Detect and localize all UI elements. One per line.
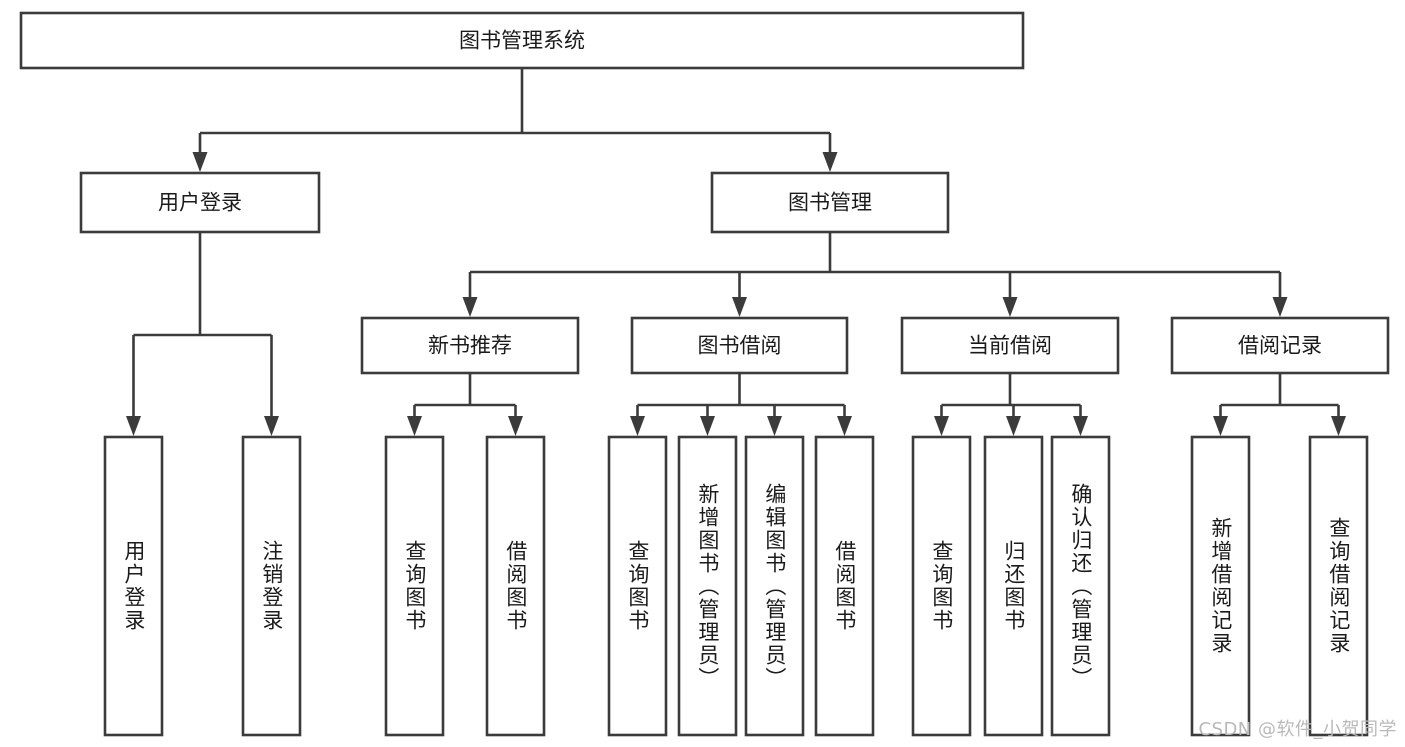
node-user-login-label: 用户登录 <box>158 191 242 215</box>
node-root-root[interactable] <box>19 11 1025 70</box>
leaf-leaf-confirm-return[interactable] <box>1050 435 1111 737</box>
node-root-root-label: 图书管理系统 <box>459 29 585 53</box>
arrow-head-icon <box>192 152 208 172</box>
arrow-head-icon <box>837 416 852 436</box>
node-new-book-recommend-label: 新书推荐 <box>428 334 512 358</box>
leaf-leaf-add-book[interactable] <box>677 435 738 737</box>
node-borrow-record-label: 借阅记录 <box>1238 334 1322 358</box>
leaf-leaf-add-borrow-record[interactable] <box>1190 435 1251 737</box>
leaf-leaf-query-book-3[interactable] <box>911 435 972 737</box>
arrow-head-icon <box>1006 416 1021 436</box>
arrow-head-icon <box>732 297 747 317</box>
leaf-leaf-logout-login[interactable] <box>241 435 302 737</box>
leaf-leaf-borrow-book-1[interactable] <box>485 435 546 737</box>
node-book-borrow-label: 图书借阅 <box>698 334 782 358</box>
arrow-head-icon <box>822 152 838 172</box>
node-current-borrow-label: 当前借阅 <box>968 334 1052 358</box>
arrow-head-icon <box>126 416 141 436</box>
arrow-head-icon <box>462 297 478 317</box>
boxes-layer <box>19 11 1390 737</box>
arrow-head-icon <box>1073 416 1088 436</box>
leaf-leaf-user-login[interactable] <box>103 435 164 737</box>
watermark-text: CSDN @软件_小贺同学 <box>1198 719 1397 740</box>
leaf-leaf-borrow-book-2[interactable] <box>814 435 875 737</box>
node-borrow-record[interactable] <box>1170 316 1390 375</box>
leaf-leaf-edit-book[interactable] <box>744 435 805 737</box>
arrow-head-icon <box>508 416 523 436</box>
node-book-borrow[interactable] <box>630 316 849 375</box>
leaf-leaf-query-book-2[interactable] <box>607 435 668 737</box>
arrow-head-icon <box>767 416 782 436</box>
arrow-head-icon <box>1272 297 1288 317</box>
node-user-login[interactable] <box>79 171 321 234</box>
arrow-head-icon <box>934 416 949 436</box>
arrow-head-icon <box>264 416 279 436</box>
node-book-manage[interactable] <box>710 171 950 234</box>
leaf-leaf-query-borrow-record[interactable] <box>1308 435 1369 737</box>
arrow-head-icon <box>407 416 422 436</box>
node-book-manage-label: 图书管理 <box>788 191 872 215</box>
leaf-leaf-query-book-1[interactable] <box>384 435 445 737</box>
arrow-head-icon <box>700 416 715 436</box>
arrow-head-icon <box>1002 297 1018 317</box>
arrow-head-icon <box>1331 416 1346 436</box>
node-new-book-recommend[interactable] <box>360 316 580 375</box>
node-current-borrow[interactable] <box>900 316 1120 375</box>
arrow-head-icon <box>630 416 645 436</box>
connectors-layer <box>126 68 1346 436</box>
arrow-head-icon <box>1213 416 1228 436</box>
leaf-leaf-return-book[interactable] <box>983 435 1044 737</box>
